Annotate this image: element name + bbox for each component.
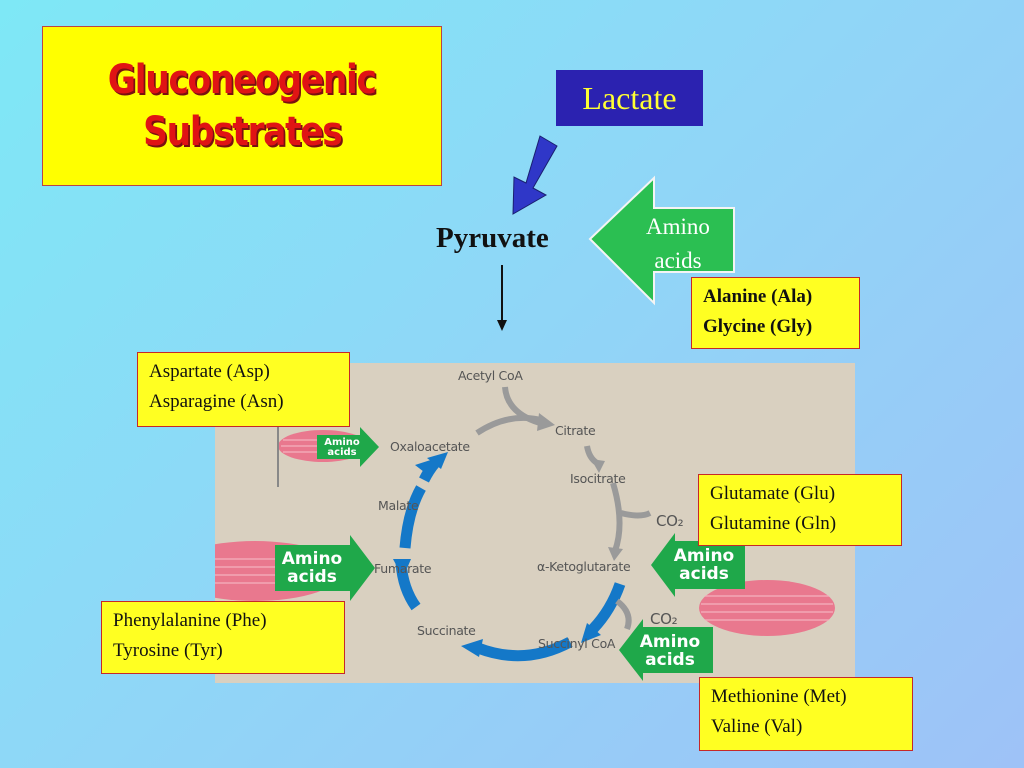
title-line-2: Substrates (142, 109, 343, 155)
gray-arrowhead-akg (608, 547, 623, 561)
gray-arrow-co2-2 (615, 598, 632, 631)
cycle-amino-arrow-succinyl (619, 619, 713, 681)
cycle-tag-oxaloacetate-l1: Amino (324, 437, 360, 448)
box-methionine-valine: Methionine (Met) Valine (Val) (699, 677, 913, 751)
cycle-arrow-fumarate-to-malate (399, 485, 426, 549)
amino-acids-arrow (588, 175, 735, 306)
gray-arrow-co2-1 (620, 510, 652, 519)
muscle-fiber-right (699, 580, 835, 636)
cycle-tag-akg-l1: Amino (673, 546, 735, 566)
cycle-tag-succinyl-l2: acids (645, 650, 695, 670)
cycle-arrowhead-fumarate (393, 559, 411, 578)
label-fumarate: Fumarate (374, 561, 432, 576)
cycle-tag-fumarate-l1: Amino (281, 549, 343, 569)
cycle-tag-oxaloacetate-l2: acids (327, 447, 357, 458)
label-co2-1: CO₂ (656, 512, 684, 530)
cycle-amino-arrow-akg (651, 533, 745, 597)
cycle-tag-akg-l2: acids (679, 564, 729, 584)
pyruvate-down-head (497, 320, 507, 331)
label-malate: Malate (378, 498, 419, 513)
cycle-arrow-succinyl-to-succinate (476, 637, 573, 662)
title-line-1: Gluconeogenic (108, 57, 377, 103)
cycle-tag-oxaloacetate: Amino acids (320, 436, 364, 460)
cycle-tag-succinyl-l1: Amino (639, 632, 701, 652)
box-phe-line-2: Tyrosine (Tyr) (113, 640, 223, 661)
label-succinate: Succinate (417, 623, 476, 638)
label-alpha-ketoglutarate: α-Ketoglutarate (537, 559, 631, 574)
label-oxaloacetate: Oxaloacetate (390, 439, 470, 454)
cycle-tag-succinyl: Amino acids (634, 631, 706, 671)
cycle-tag-fumarate-l2: acids (287, 567, 337, 587)
amino-label-line-2: acids (654, 248, 702, 273)
box-phenylalanine-tyrosine: Phenylalanine (Phe) Tyrosine (Tyr) (101, 601, 345, 674)
box-alanine-glycine: Alanine (Ala) Glycine (Gly) (691, 277, 860, 349)
box-met-line-1: Methionine (Met) (711, 686, 847, 707)
amino-acids-arrow-label: Amino acids (622, 210, 734, 278)
cycle-amino-arrow-fumarate (275, 535, 375, 601)
gray-arrowhead-isocitrate (591, 459, 605, 473)
box-glu-line-1: Glutamate (Glu) (710, 483, 836, 504)
label-co2-2: CO₂ (650, 610, 678, 628)
box-aspartate-asparagine: Aspartate (Asp) Asparagine (Asn) (137, 352, 350, 427)
title-box: Gluconeogenic Substrates (42, 26, 442, 186)
cycle-arrowhead-succinate (461, 639, 483, 657)
asp-connector-line (277, 415, 279, 487)
box-glutamate-glutamine: Glutamate (Glu) Glutamine (Gln) (698, 474, 902, 546)
cycle-arrowhead-succinyl (581, 623, 601, 643)
box-ala-line-2: Glycine (Gly) (703, 316, 813, 337)
gray-arrow-isocitrate-to-akg (610, 482, 623, 553)
pyruvate-label: Pyruvate (436, 222, 549, 254)
label-acetyl-coa: Acetyl CoA (458, 368, 523, 383)
lactate-box: Lactate (556, 70, 703, 126)
cycle-amino-arrow-oxaloacetate (317, 427, 379, 467)
box-phe-line-1: Phenylalanine (Phe) (113, 610, 267, 631)
label-isocitrate: Isocitrate (570, 471, 626, 486)
box-asp-line-2: Asparagine (Asn) (149, 391, 284, 412)
gray-arrowhead-citrate (537, 413, 555, 431)
box-asp-line-1: Aspartate (Asp) (149, 361, 270, 382)
label-succinyl-coa: Succinyl CoA (538, 636, 616, 651)
cycle-arrowhead-oxaloacetate (427, 452, 448, 469)
amino-label-line-1: Amino (646, 214, 710, 239)
krebs-cycle-diagram (215, 386, 835, 681)
cycle-arrow-akg-to-succinyl (588, 582, 626, 633)
cycle-tag-fumarate: Amino acids (276, 548, 348, 588)
label-citrate: Citrate (555, 423, 596, 438)
lactate-to-pyruvate-arrow (512, 135, 558, 215)
box-glu-line-2: Glutamine (Gln) (710, 513, 837, 534)
gray-arrow-acetylcoa-to-citrate (502, 386, 541, 426)
box-met-line-2: Valine (Val) (711, 716, 803, 737)
box-ala-line-1: Alanine (Ala) (703, 286, 813, 307)
cycle-tag-akg: Amino acids (668, 545, 740, 585)
